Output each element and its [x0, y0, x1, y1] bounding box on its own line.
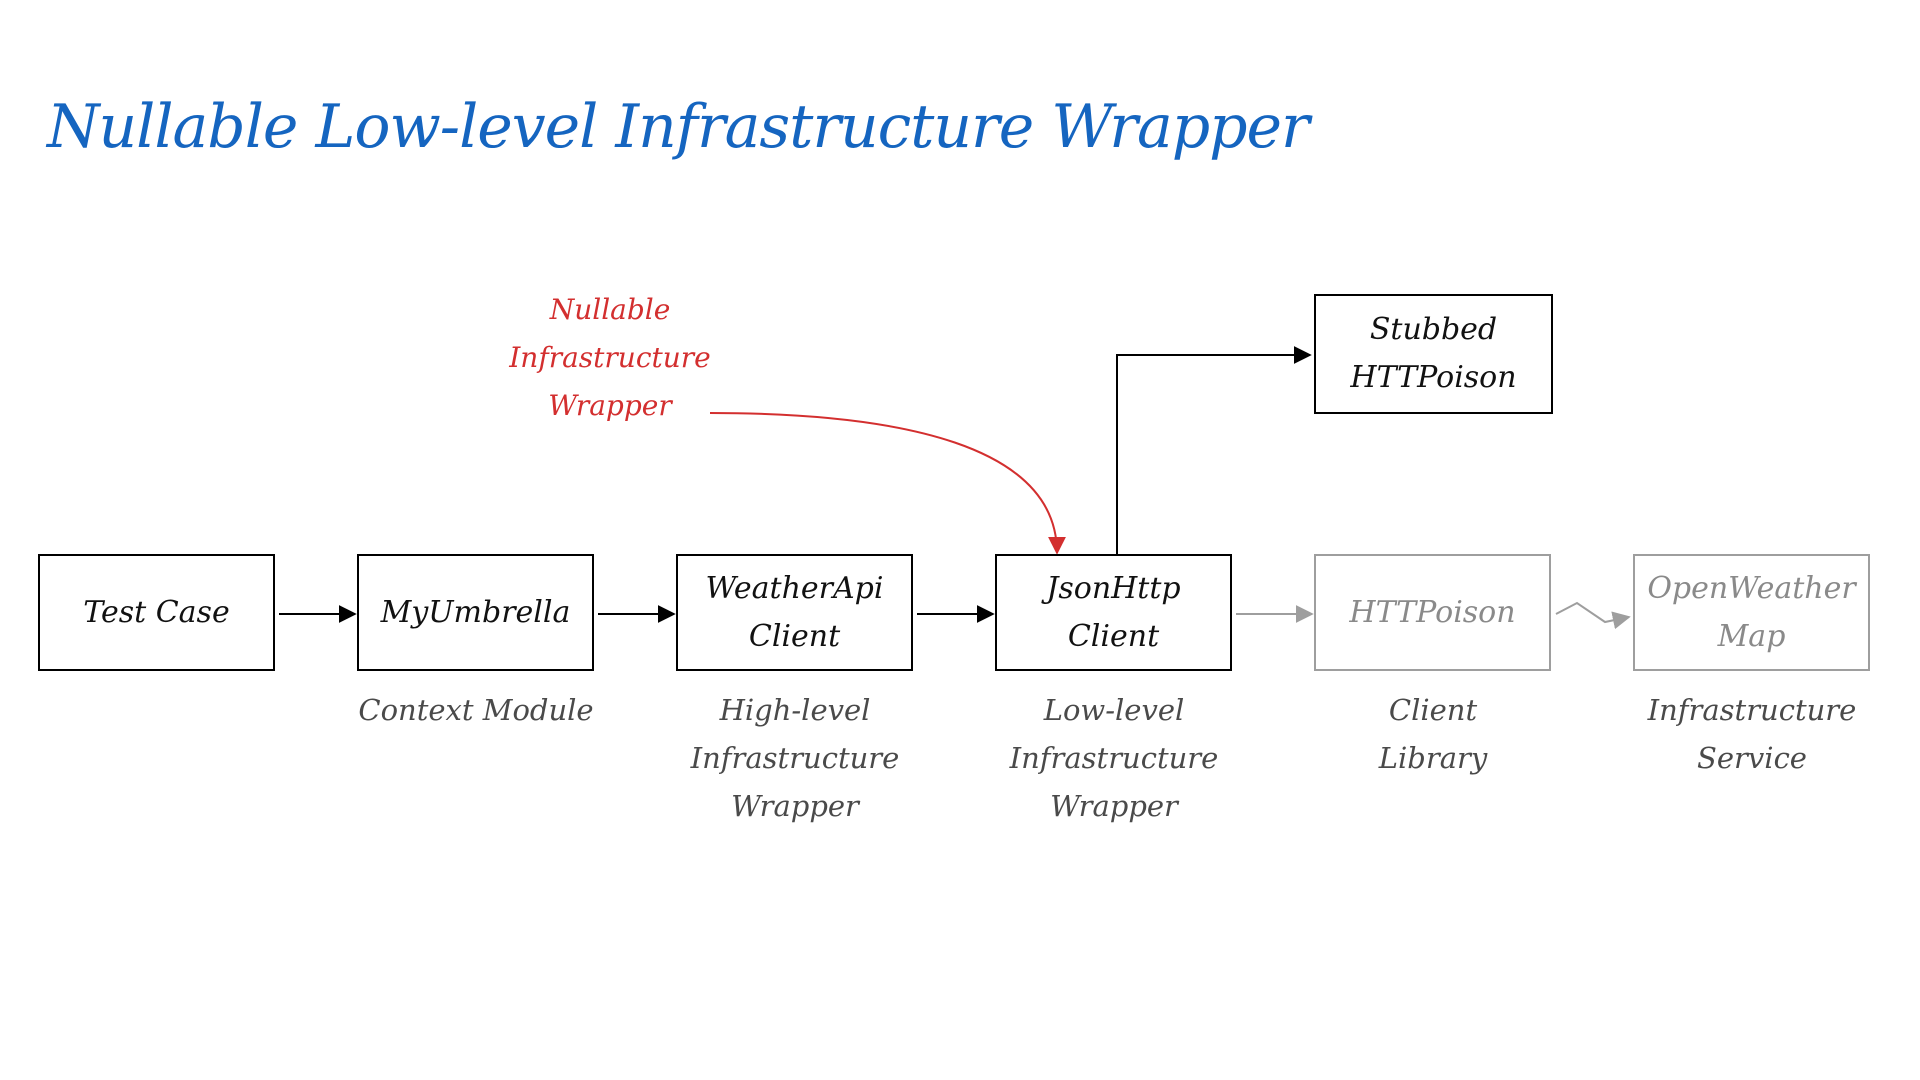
caption-infrastructure-service: Infrastructure Service [1647, 693, 1857, 775]
weather-api-client-box: WeatherApi Client [676, 554, 913, 671]
stubbed-http-poison-box: Stubbed HTTPoison [1314, 294, 1553, 414]
arrow-httpoison-to-openweather [1555, 601, 1631, 630]
json-http-client-box: JsonHttp Client [995, 554, 1232, 671]
stubbed-http-poison-label: Stubbed HTTPoison [1350, 312, 1517, 395]
caption-high-level-wrapper: High-level Infrastructure Wrapper [690, 693, 900, 823]
caption-low-level-wrapper: Low-level Infrastructure Wrapper [1009, 693, 1219, 823]
open-weather-map-box: OpenWeather Map [1633, 554, 1870, 671]
http-poison-label: HTTPoison [1349, 594, 1516, 630]
http-poison-box: HTTPoison [1314, 554, 1551, 671]
open-weather-map-label: OpenWeather Map [1647, 570, 1856, 654]
weather-api-client-label: WeatherApi Client [705, 570, 884, 654]
caption-context-module: Context Module [358, 693, 594, 727]
callout-arrow [709, 412, 1066, 555]
diagram-title: Nullable Low-level Infrastructure Wrappe… [47, 92, 1310, 162]
caption-client-library: Client Library [1378, 693, 1488, 775]
arrow-jsonhttp-to-stubbed [1116, 346, 1312, 554]
test-case-box: Test Case [38, 554, 275, 671]
my-umbrella-box: MyUmbrella [357, 554, 594, 671]
json-http-client-label: JsonHttp Client [1046, 570, 1181, 654]
callout-label: Nullable Infrastructure Wrapper [509, 293, 711, 422]
my-umbrella-label: MyUmbrella [380, 594, 571, 630]
test-case-label: Test Case [83, 594, 230, 630]
